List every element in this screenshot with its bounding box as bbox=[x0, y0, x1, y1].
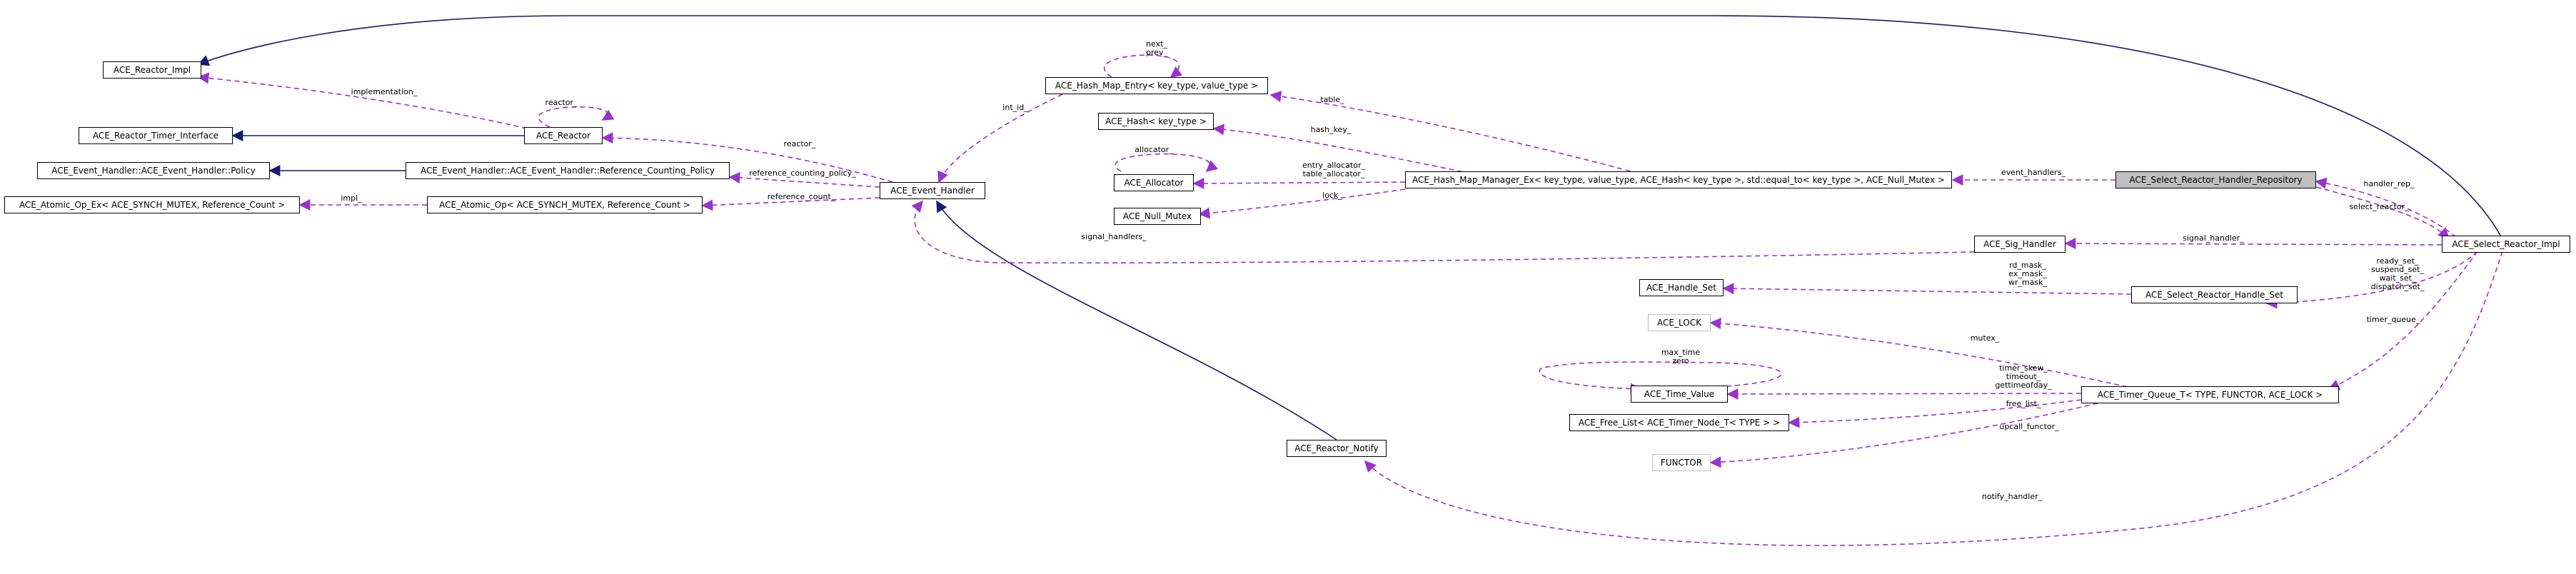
edge-use-select-reactor bbox=[2315, 186, 2450, 240]
edge-use-free-list bbox=[1788, 399, 2082, 428]
edge-inherit-select-impl-to-reactor-impl bbox=[197, 15, 2503, 240]
label-next-prev: next_ prev_ bbox=[1145, 39, 1168, 57]
edge-use-entry-table-allocator bbox=[1192, 177, 1406, 189]
edge-use-allocator-self bbox=[1115, 153, 1219, 173]
label-reactor-self: reactor_ bbox=[545, 98, 578, 107]
node-ace-sig-handler[interactable]: ACE_Sig_Handler bbox=[1974, 236, 2066, 253]
label-int-id: int_id_ bbox=[1002, 103, 1028, 112]
label-implementation: implementation_ bbox=[351, 87, 418, 96]
node-ace-event-handler-reference-counting-policy[interactable]: ACE_Event_Handler::ACE_Event_Handler::Re… bbox=[406, 162, 730, 179]
node-ace-hash-map-manager-ex[interactable]: ACE_Hash_Map_Manager_Ex< key_type, value… bbox=[1405, 171, 1952, 188]
edge-use-hash-key bbox=[1212, 124, 1471, 174]
node-ace-reactor-impl[interactable]: ACE_Reactor_Impl bbox=[103, 61, 201, 79]
edge-use-table bbox=[1269, 91, 1639, 174]
node-ace-select-reactor-impl[interactable]: ACE_Select_Reactor_Impl bbox=[2442, 236, 2570, 253]
node-ace-free-list[interactable]: ACE_Free_List< ACE_Timer_Node_T< TYPE > … bbox=[1569, 414, 1789, 431]
label-mutex: mutex_ bbox=[1970, 333, 2000, 343]
edge-use-int-id bbox=[937, 94, 1063, 183]
label-hash-key: hash_key_ bbox=[1310, 125, 1352, 134]
edge-use-handler-rep bbox=[2315, 177, 2457, 238]
label-allocator-self: allocator_ bbox=[1134, 145, 1173, 154]
label-entry-table-allocator: entry_allocator_ table_allocator_ bbox=[1302, 161, 1366, 178]
node-ace-allocator[interactable]: ACE_Allocator bbox=[1114, 174, 1194, 191]
label-notify-handler: notify_handler_ bbox=[1981, 492, 2043, 501]
node-ace-lock[interactable]: ACE_LOCK bbox=[1648, 314, 1711, 331]
edge-use-reference-counting-policy bbox=[728, 171, 880, 188]
edge-inherit-notify-to-event-handler bbox=[936, 200, 1337, 440]
node-ace-timer-queue-t[interactable]: ACE_Timer_Queue_T< TYPE, FUNCTOR, ACE_LO… bbox=[2081, 386, 2339, 403]
node-functor[interactable]: FUNCTOR bbox=[1652, 454, 1711, 471]
edge-use-next-prev bbox=[1104, 54, 1183, 78]
label-upcall-functor: upcall_functor_ bbox=[1999, 422, 2059, 431]
label-timer-skew-timeout: timer_skew_ timeout_ gettimeofday_ bbox=[1995, 363, 2052, 390]
edge-use-lock bbox=[1198, 188, 1406, 219]
label-reference-count: reference_count_ bbox=[767, 192, 835, 201]
label-signal-handlers: signal_handlers_ bbox=[1081, 232, 1147, 241]
node-ace-reactor-notify[interactable]: ACE_Reactor_Notify bbox=[1287, 440, 1387, 457]
edge-use-notify-handler bbox=[1364, 251, 2503, 546]
label-table: table_ bbox=[1320, 95, 1344, 104]
label-max-time-zero: max_time zero bbox=[1661, 348, 1701, 366]
node-ace-select-reactor-handle-set[interactable]: ACE_Select_Reactor_Handle_Set bbox=[2131, 286, 2298, 303]
label-handler-rep: handler_rep_ bbox=[2363, 179, 2415, 188]
label-rd-ex-wr-mask: rd_mask_ ex_mask_ wr_mask_ bbox=[2008, 261, 2048, 287]
node-ace-event-handler[interactable]: ACE_Event_Handler bbox=[880, 182, 985, 199]
edge-use-mutex bbox=[1709, 318, 2128, 388]
label-lock: lock_ bbox=[1322, 191, 1342, 200]
label-signal-handler: signal_handler_ bbox=[2183, 233, 2244, 243]
edge-use-signal-handlers bbox=[911, 200, 1975, 264]
label-event-handlers: event_handlers_ bbox=[2001, 168, 2066, 177]
node-ace-select-reactor-handler-repository[interactable]: ACE_Select_Reactor_Handler_Repository bbox=[2115, 171, 2316, 188]
edge-use-signal-handler bbox=[2064, 238, 2442, 250]
edge-use-handle-sets bbox=[2265, 251, 2478, 309]
edge-use-implementation bbox=[197, 72, 528, 129]
edge-use-upcall-functor bbox=[1709, 401, 2107, 468]
label-free-list: free_list_ bbox=[2006, 399, 2041, 408]
label-timer-queue: timer_queue_ bbox=[2366, 315, 2420, 324]
label-handle-sets: ready_set_ suspend_set_ wait_set_ dispat… bbox=[2370, 256, 2425, 291]
node-ace-reactor-timer-interface[interactable]: ACE_Reactor_Timer_Interface bbox=[79, 127, 233, 144]
edge-use-reference-count bbox=[701, 197, 880, 211]
node-ace-handle-set[interactable]: ACE_Handle_Set bbox=[1639, 279, 1724, 296]
node-ace-time-value[interactable]: ACE_Time_Value bbox=[1631, 386, 1728, 403]
node-ace-hash-map-entry[interactable]: ACE_Hash_Map_Entry< key_type, value_type… bbox=[1045, 77, 1268, 94]
node-ace-null-mutex[interactable]: ACE_Null_Mutex bbox=[1114, 208, 1201, 225]
edge-use-max-time-zero bbox=[1539, 361, 1782, 395]
label-impl: impl_ bbox=[341, 193, 362, 203]
node-ace-reactor[interactable]: ACE_Reactor bbox=[524, 127, 603, 144]
label-select-reactor: select_reactor_ bbox=[2349, 202, 2409, 211]
node-ace-hash[interactable]: ACE_Hash< key_type > bbox=[1098, 113, 1214, 130]
edge-use-reactor-self bbox=[538, 106, 615, 128]
edge-use-timer-skew-timeout bbox=[1726, 388, 2082, 400]
label-reference-counting-policy: reference_counting_policy_ bbox=[749, 168, 856, 178]
label-reactor: reactor_ bbox=[783, 139, 816, 148]
edge-use-reactor bbox=[601, 132, 893, 183]
edge-use-timer-queue bbox=[2328, 251, 2478, 391]
edge-use-rd-ex-wr-mask bbox=[1722, 283, 2132, 295]
node-ace-event-handler-policy[interactable]: ACE_Event_Handler::ACE_Event_Handler::Po… bbox=[37, 162, 270, 179]
node-ace-atomic-op-ex[interactable]: ACE_Atomic_Op_Ex< ACE_SYNCH_MUTEX, Refer… bbox=[4, 196, 300, 213]
node-ace-atomic-op[interactable]: ACE_Atomic_Op< ACE_SYNCH_MUTEX, Referenc… bbox=[427, 196, 703, 213]
